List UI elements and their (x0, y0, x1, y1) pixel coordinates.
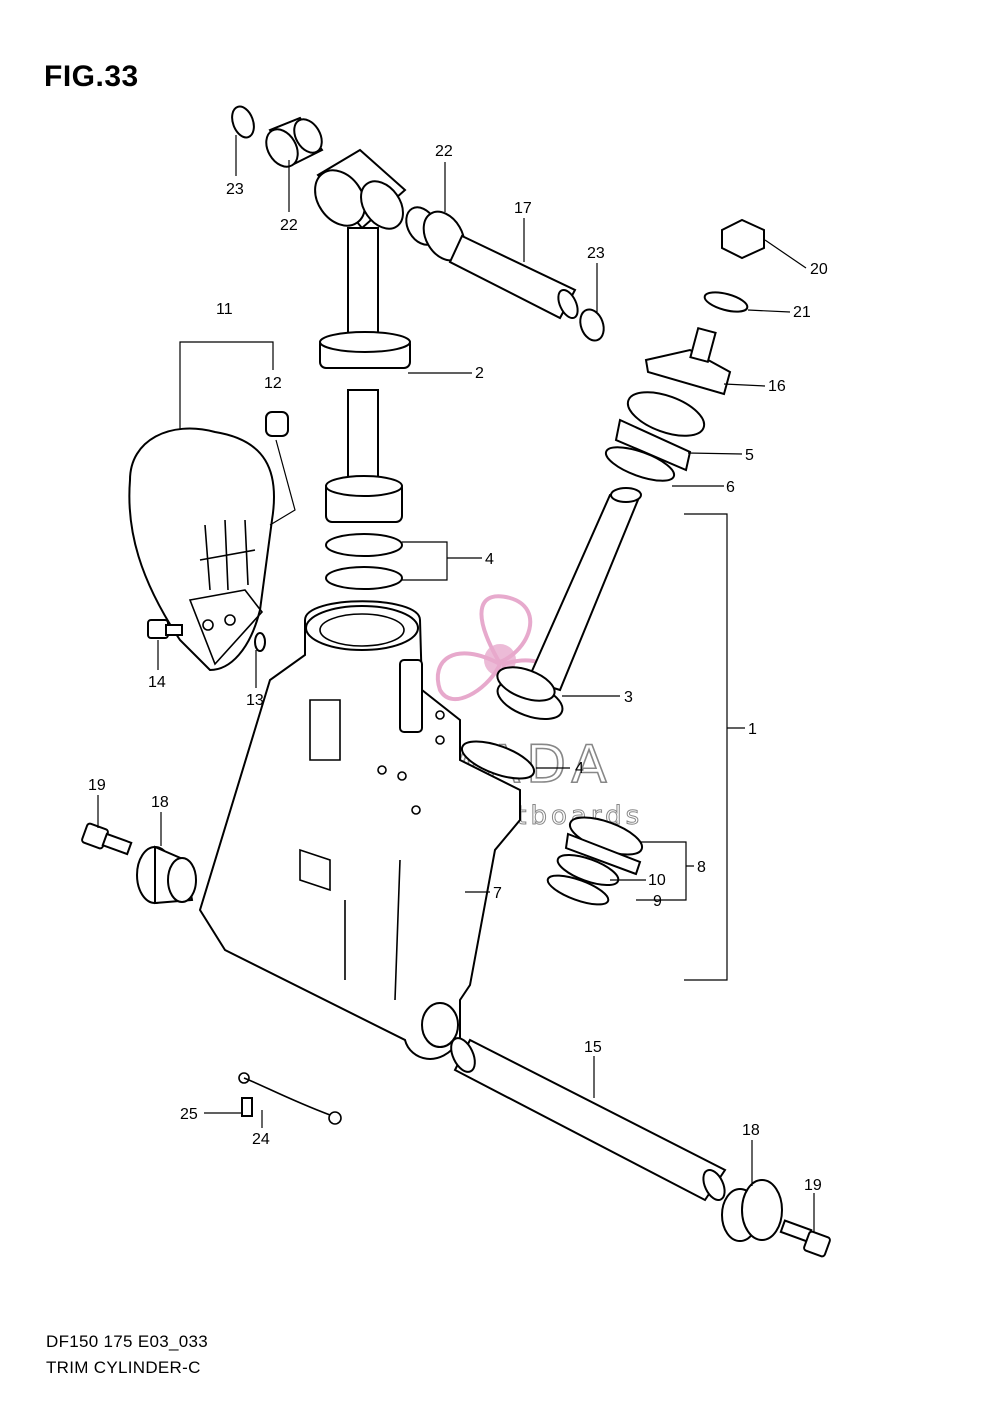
model-code: DF150 175 E03_033 (46, 1332, 209, 1351)
callout-6: 6 (726, 479, 735, 496)
callout-22-upper-right: 22 (435, 143, 453, 160)
part-bushing-upper-left (265, 116, 324, 168)
callout-23-upper-left: 23 (226, 181, 244, 198)
part-pin-upper (448, 234, 579, 320)
part-piston (496, 666, 564, 721)
callout-1: 1 (748, 721, 757, 738)
part-bushing-upper-right (405, 206, 466, 262)
part-o-ring-right (460, 740, 536, 780)
callout-18-left: 18 (151, 794, 169, 811)
part-tilt-cylinder-tube (526, 487, 642, 692)
callout-4-upper: 4 (485, 551, 494, 568)
part-bolt-right (779, 1219, 831, 1258)
callout-13: 13 (246, 692, 264, 709)
callout-19-right: 19 (804, 1177, 822, 1194)
part-bushing-left (136, 845, 197, 905)
callout-18-right: 18 (742, 1122, 760, 1139)
part-washer-cover (254, 632, 266, 652)
callout-8: 8 (697, 859, 706, 876)
part-circlip-upper-right (579, 308, 605, 342)
callout-15: 15 (584, 1039, 602, 1056)
callout-22-upper-left: 22 (280, 217, 298, 234)
callout-11: 11 (216, 301, 233, 318)
callout-5: 5 (745, 447, 754, 464)
part-o-ring-cap (604, 446, 676, 482)
callout-3: 3 (624, 689, 633, 706)
part-washer-small (703, 291, 749, 313)
part-piston-upper (325, 475, 403, 590)
part-bolt-left (81, 822, 133, 856)
callout-16: 16 (768, 378, 786, 395)
callout-19-left: 19 (88, 777, 106, 794)
part-cylinder-cap (614, 391, 706, 472)
callout-12: 12 (264, 375, 282, 392)
part-pin-lower (450, 1037, 727, 1202)
part-nut (721, 218, 765, 260)
callout-9: 9 (653, 893, 662, 910)
figure-title: FIG.33 (44, 60, 139, 93)
callout-labels: 23 22 22 23 17 20 21 11 12 2 16 5 6 4 14… (88, 143, 828, 1194)
part-grommet (265, 411, 289, 437)
part-bolt-cover (147, 619, 183, 639)
callout-14: 14 (148, 674, 166, 691)
part-seal-set (546, 816, 644, 906)
part-ground-lead (238, 1072, 342, 1125)
callout-20: 20 (810, 261, 828, 278)
callout-7: 7 (493, 885, 502, 902)
callout-17: 17 (514, 200, 532, 217)
part-bushing-right (721, 1179, 783, 1242)
part-valve-plate (644, 326, 732, 396)
callout-23-upper-right: 23 (587, 245, 605, 262)
part-cylinder-housing (198, 600, 521, 1060)
part-circlip-upper-left (231, 105, 255, 139)
leader-lines (97, 135, 815, 1232)
callout-21: 21 (793, 304, 811, 321)
callout-10: 10 (648, 872, 666, 889)
section-name: TRIM CYLINDER-C (46, 1358, 201, 1377)
callout-2: 2 (475, 365, 484, 382)
callout-24: 24 (252, 1131, 270, 1148)
callout-4-lower: 4 (575, 760, 584, 777)
part-rod-guide (319, 331, 411, 481)
part-piston-rod-clevis (314, 148, 407, 339)
callout-25: 25 (180, 1106, 198, 1123)
